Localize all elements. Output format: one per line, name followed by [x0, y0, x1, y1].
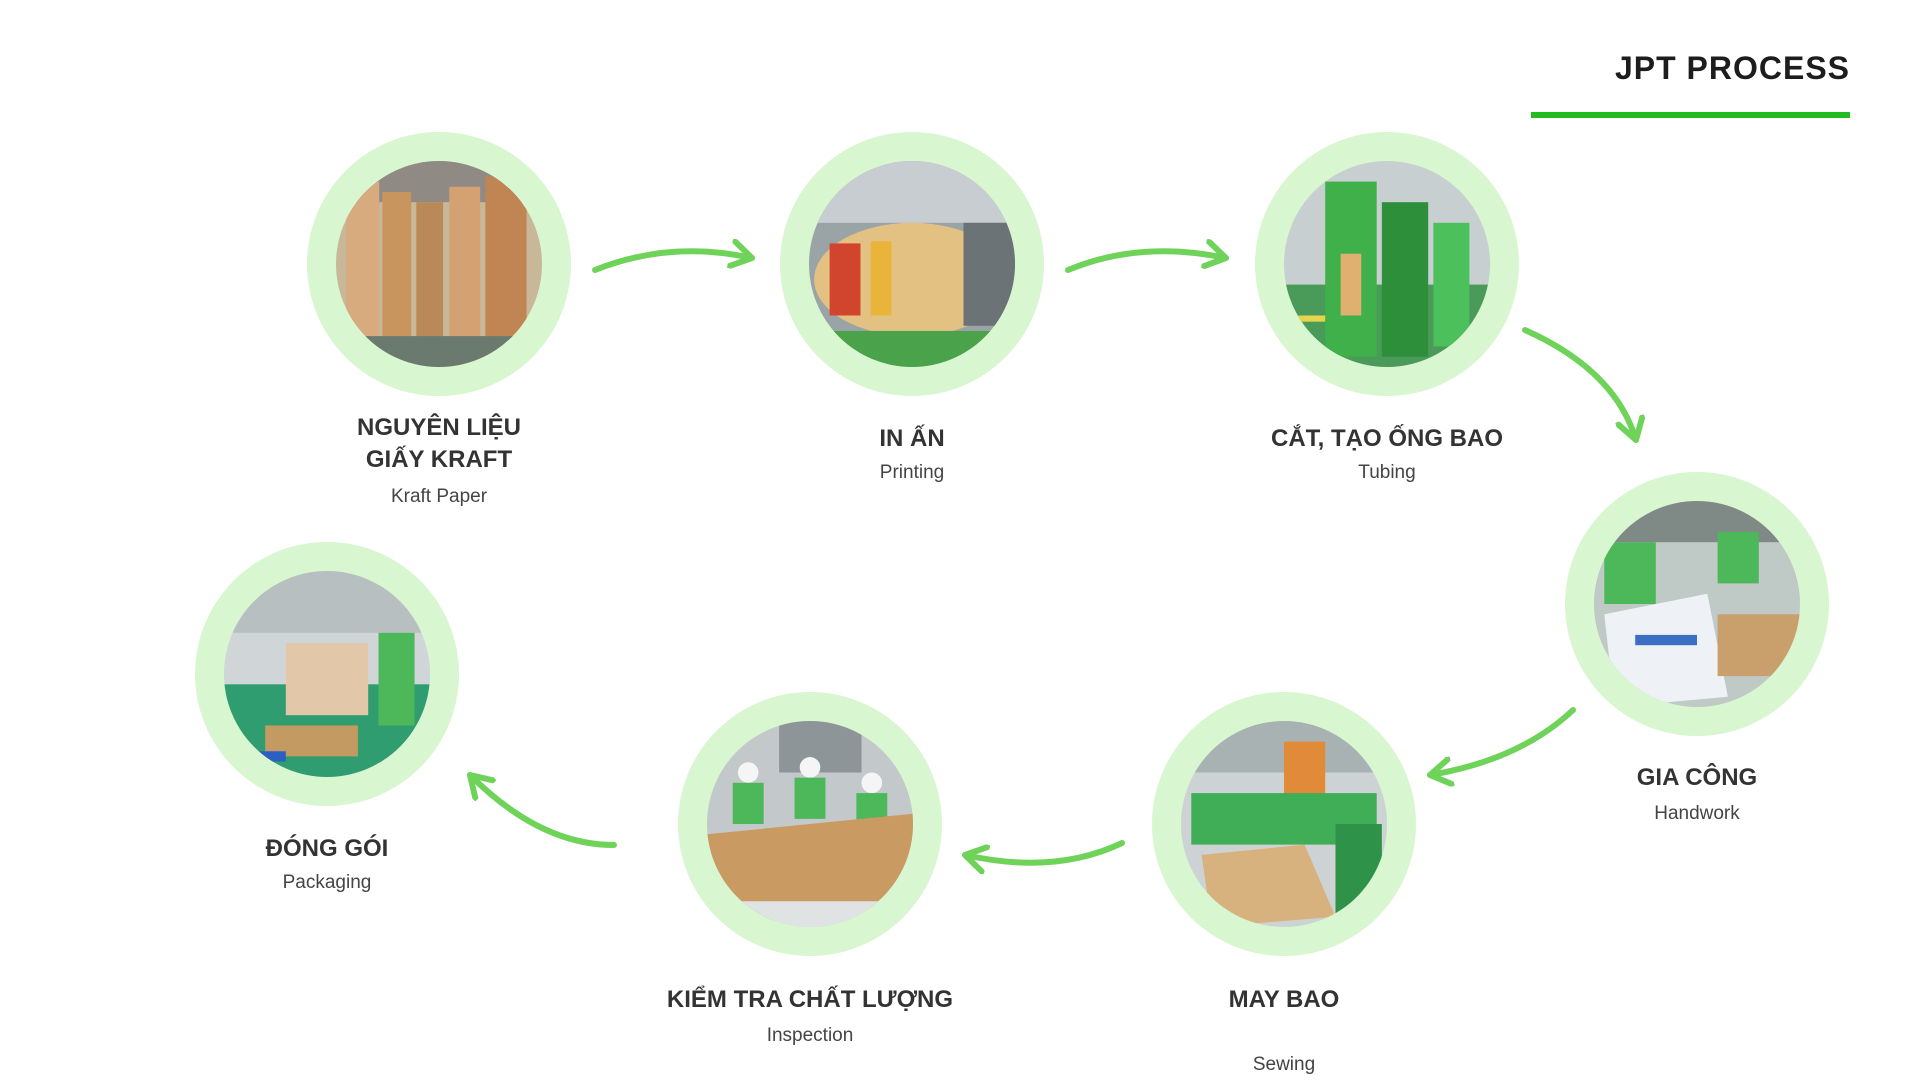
arrow-4-to-5: [1427, 707, 1576, 775]
step-title-line1: GIA CÔNG: [1636, 764, 1758, 791]
step-title-line1: ĐÓNG GÓI: [265, 835, 389, 862]
step-subtitle: Tubing: [1358, 462, 1416, 483]
step-subtitle: Printing: [879, 462, 945, 483]
handwork-photo: [1594, 501, 1800, 707]
title-underline: [1531, 112, 1850, 118]
arrow-6-to-7: [467, 772, 617, 848]
page-title: JPT PROCESS: [1614, 50, 1850, 86]
arrow-5-to-6: [962, 840, 1125, 863]
kraft-paper-photo: [336, 161, 542, 367]
inspection-photo: [707, 721, 913, 927]
step-title-line1: IN ẤN: [879, 425, 945, 452]
arrow-2-to-3: [1065, 251, 1229, 273]
step-subtitle: Handwork: [1654, 803, 1740, 824]
sewing-photo: [1181, 721, 1387, 927]
step-title-line1: MAY BAO: [1228, 986, 1340, 1013]
step-subtitle: Packaging: [282, 872, 372, 893]
step-subtitle: Kraft Paper: [390, 486, 488, 507]
tubing-photo: [1284, 161, 1490, 367]
step-subtitle: Inspection: [766, 1025, 854, 1046]
step-title-line1: NGUYÊN LIỆU: [356, 414, 521, 441]
arrow-1-to-2: [592, 251, 755, 273]
step-title-line1: KIỂM TRA CHẤT LƯỢNG: [666, 986, 954, 1013]
arrow-3-to-4: [1522, 327, 1636, 443]
printing-photo: [809, 161, 1015, 367]
packaging-photo: [224, 571, 430, 777]
step-subtitle: Sewing: [1252, 1054, 1316, 1075]
step-title-line2: GIẤY KRAFT: [365, 446, 513, 473]
step-title-line1: CẮT, TẠO ỐNG BAO: [1271, 425, 1503, 452]
